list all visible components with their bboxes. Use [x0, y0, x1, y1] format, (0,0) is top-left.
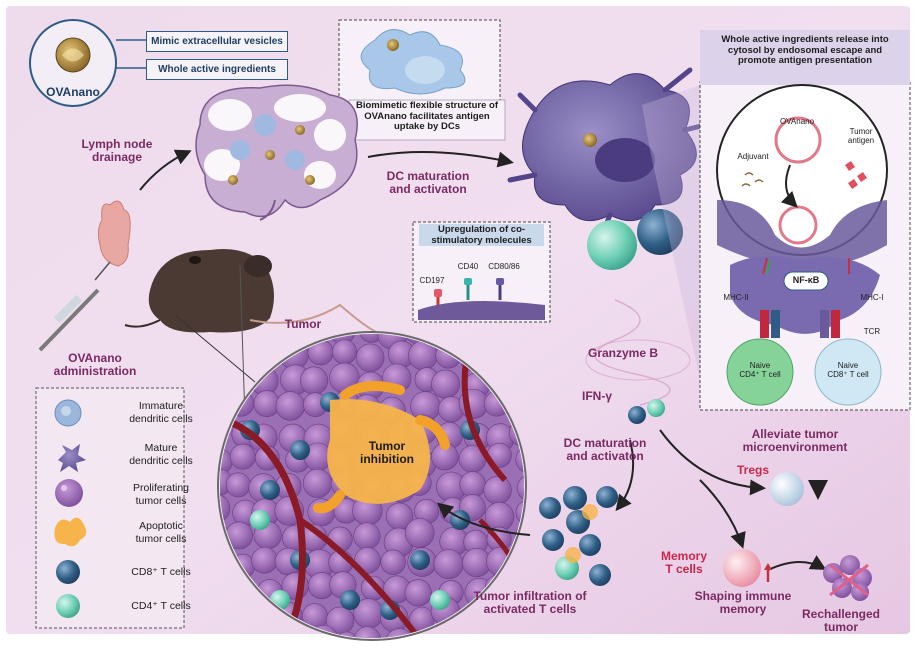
mouse [148, 249, 274, 333]
legend-item-cd8: CD8⁺ T cells [44, 566, 204, 600]
tag-mimic-vesicles: Mimic extracellular vesicles [146, 31, 288, 52]
tumor-cell [220, 493, 231, 523]
legend-box [35, 387, 185, 629]
tumor-cell [353, 522, 381, 550]
legend-item-mature-dc: Mature dendritic cells [44, 442, 204, 476]
legend-item-apoptotic-tumor: Apoptotic tumor cells [44, 520, 204, 554]
tumor-cell [355, 343, 385, 373]
label-ovanano-small: OVAnano [779, 117, 815, 126]
label-cd80-86: CD80/86 [488, 262, 520, 271]
label-naive-cd4: Naive CD4⁺ T cell [739, 361, 781, 379]
tumor-cell [251, 546, 278, 574]
tumor-cell [431, 369, 460, 399]
label-mhc1: MHC-I [860, 293, 884, 302]
label-tumor-inhibition: Tumor inhibition [360, 439, 414, 467]
label-active-ingredients-release: Whole active ingredients release into cy… [721, 34, 889, 67]
label-mhc2: MHC-II [723, 293, 749, 302]
label-rechallenged-tumor: Rechallenged tumor [801, 607, 881, 635]
memory-t-cell [723, 549, 761, 587]
legend-label-mature-dc: Mature dendritic cells [129, 442, 193, 467]
tumor-cell [300, 366, 329, 395]
legend-item-cd4: CD4⁺ T cells [44, 600, 204, 634]
tumor-cell [275, 391, 305, 421]
cd4-t-cell [250, 510, 270, 530]
rechallenged-tumor [823, 555, 872, 601]
label-naive-cd8: Naive CD8⁺ T cell [827, 361, 869, 379]
legend-label-apoptotic-tumor: Apoptotic tumor cells [135, 520, 187, 545]
legend-label-cd8: CD8⁺ T cells [131, 566, 191, 578]
tumor-cell [334, 631, 360, 638]
tumor-cell [459, 471, 487, 498]
treg-cell [770, 472, 804, 506]
legend-item-immature-dc: Immature dendritic cells [44, 400, 204, 434]
label-adjuvant: Adjuvant [737, 152, 769, 161]
tumor-cell [302, 468, 332, 498]
legend-label-proliferating-tumor: Proliferating tumor cells [132, 482, 190, 507]
label-tumor-antigen: Tumor antigen [847, 127, 875, 145]
label-tregs: Tregs [736, 463, 769, 477]
tumor-cell [380, 549, 406, 575]
label-cd197: CD197 [419, 276, 445, 285]
cd4-top [587, 220, 637, 270]
label-tumor-infiltration: Tumor infiltration of activated T cells [473, 589, 587, 617]
label-cd40: CD40 [457, 262, 479, 271]
tumor-cell [404, 518, 435, 548]
tumor-cell [332, 339, 357, 365]
hand [97, 200, 131, 267]
cd8-t-cell [340, 590, 360, 610]
tumor-cell [516, 474, 524, 502]
t-cell-cluster [539, 486, 618, 586]
label-upregulation: Upregulation of co- stimulatory molecule… [431, 224, 532, 246]
label-biomimetic-structure: Biomimetic flexible structure of OVAnano… [355, 100, 498, 133]
label-granzyme-b: Granzyme B [587, 346, 659, 360]
label-nfkb: NF-κB [792, 275, 820, 285]
cd8-top [637, 209, 683, 255]
tumor-cell [229, 443, 256, 470]
legend-label-immature-dc: Immature dendritic cells [129, 400, 193, 425]
tumor-cell [225, 472, 251, 498]
legend-item-proliferating-tumor: Proliferating tumor cells [44, 482, 204, 516]
label-dc-maturation-top: DC maturation and activaton [386, 169, 470, 197]
label-tcr: TCR [863, 327, 881, 336]
tumor-cell [433, 549, 464, 580]
label-memory-t-cells: Memory T cells [660, 549, 707, 577]
ovanano-title: OVAnano [46, 85, 100, 99]
tumor-cell [483, 476, 512, 505]
label-dc-maturation-mid: DC maturation and activaton [563, 436, 647, 464]
label-alleviate: Alleviate tumor microenvironment [742, 427, 848, 455]
label-shaping-immune-memory: Shaping immune memory [694, 589, 792, 617]
tumor-cell [353, 626, 382, 638]
label-tumor: Tumor [284, 317, 322, 331]
cd8-t-cell [410, 550, 430, 570]
legend-label-cd4: CD4⁺ T cells [131, 600, 191, 612]
tag-whole-active: Whole active ingredients [146, 59, 288, 80]
tumor-cell [404, 579, 432, 607]
label-ovanano-administration: OVAnano administration [53, 351, 137, 379]
label-lymph-node-drainage: Lymph node drainage [81, 137, 153, 165]
label-ifn-gamma: IFN-γ [582, 389, 612, 403]
cd4-t-cell [430, 590, 450, 610]
cd8-t-cell [260, 480, 280, 500]
cd8-t-cell [290, 440, 310, 460]
